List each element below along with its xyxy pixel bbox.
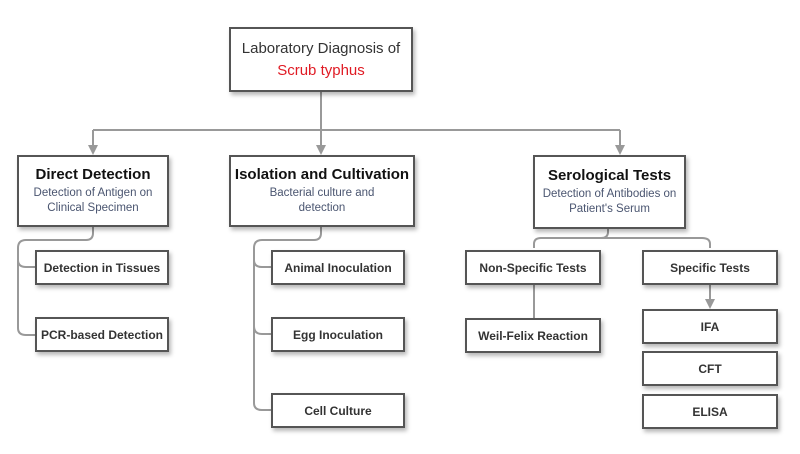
direct-detection-title: Direct Detection	[35, 166, 151, 183]
cft-label: CFT	[698, 361, 722, 376]
weil-felix-label: Weil-Felix Reaction	[478, 328, 588, 343]
root-title-highlight: Scrub typhus	[277, 61, 365, 79]
isolation-title: Isolation and Cultivation	[234, 166, 410, 183]
animal-inoculation-box: Animal Inoculation	[271, 250, 405, 285]
serological-description: Detection of Antibodies on Patient's Ser…	[542, 188, 677, 215]
isolation-bracket	[253, 227, 322, 411]
non-specific-tests-box: Non-Specific Tests	[465, 250, 601, 285]
weil-felix-box: Weil-Felix Reaction	[465, 318, 601, 353]
root-box: Laboratory Diagnosis of Scrub typhus	[229, 27, 413, 92]
animal-inoculation-label: Animal Inoculation	[284, 260, 392, 275]
root-title: Laboratory Diagnosis of	[241, 39, 401, 57]
direct-detection-box: Direct Detection Detection of Antigen on…	[17, 155, 169, 227]
ifa-box: IFA	[642, 309, 778, 344]
egg-inoculation-box: Egg Inoculation	[271, 317, 405, 352]
isolation-description: Bacterial culture and detection	[269, 187, 375, 214]
direct-detection-description: Detection of Antigen on Clinical Specime…	[33, 187, 153, 214]
elisa-label: ELISA	[692, 404, 728, 419]
serological-bracket	[533, 229, 609, 248]
specific-tests-label: Specific Tests	[670, 260, 750, 275]
cft-box: CFT	[642, 351, 778, 386]
ifa-label: IFA	[700, 319, 720, 334]
serological-title: Serological Tests	[547, 167, 672, 184]
detection-in-tissues-box: Detection in Tissues	[35, 250, 169, 285]
direct-detection-branch-1	[17, 259, 35, 268]
serological-box: Serological Tests Detection of Antibodie…	[533, 155, 686, 229]
isolation-box: Isolation and Cultivation Bacterial cult…	[229, 155, 415, 227]
non-specific-tests-label: Non-Specific Tests	[479, 260, 587, 275]
serological-bracket-right	[601, 237, 711, 248]
cell-culture-label: Cell Culture	[304, 403, 372, 418]
elisa-box: ELISA	[642, 394, 778, 429]
pcr-detection-label: PCR-based Detection	[40, 327, 164, 342]
specific-tests-box: Specific Tests	[642, 250, 778, 285]
detection-in-tissues-label: Detection in Tissues	[43, 260, 161, 275]
direct-detection-bracket	[17, 227, 94, 336]
cell-culture-box: Cell Culture	[271, 393, 405, 428]
pcr-detection-box: PCR-based Detection	[35, 317, 169, 352]
isolation-branch-1	[253, 259, 271, 268]
egg-inoculation-label: Egg Inoculation	[293, 327, 383, 342]
isolation-branch-2	[253, 325, 271, 335]
